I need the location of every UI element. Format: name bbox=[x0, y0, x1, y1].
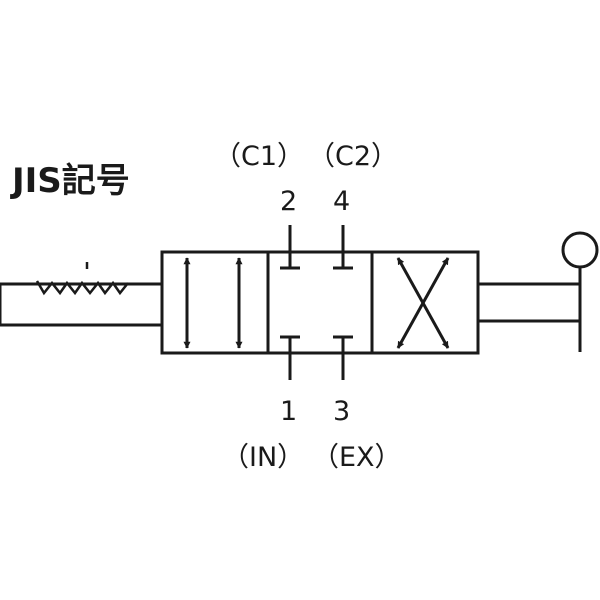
port-3-number: 3 bbox=[333, 396, 350, 427]
right-actuator-lever bbox=[478, 231, 599, 352]
valve-body bbox=[160, 250, 480, 355]
port-c1-name: （C1） bbox=[214, 141, 304, 172]
diagram-title: JIS記号 bbox=[10, 161, 130, 201]
right-envelope-cross-arrows bbox=[396, 257, 450, 349]
port-c2-name: （C2） bbox=[308, 141, 398, 172]
port-in-name: （IN） bbox=[222, 442, 304, 473]
port-1-number: 1 bbox=[280, 396, 297, 427]
center-envelope-blocked-ports bbox=[280, 225, 353, 380]
port-ex-name: （EX） bbox=[312, 442, 402, 473]
left-envelope-flow-arrows bbox=[183, 257, 243, 349]
port-2-number: 2 bbox=[280, 186, 297, 217]
left-actuator bbox=[0, 262, 162, 327]
port-4-number: 4 bbox=[333, 186, 350, 217]
